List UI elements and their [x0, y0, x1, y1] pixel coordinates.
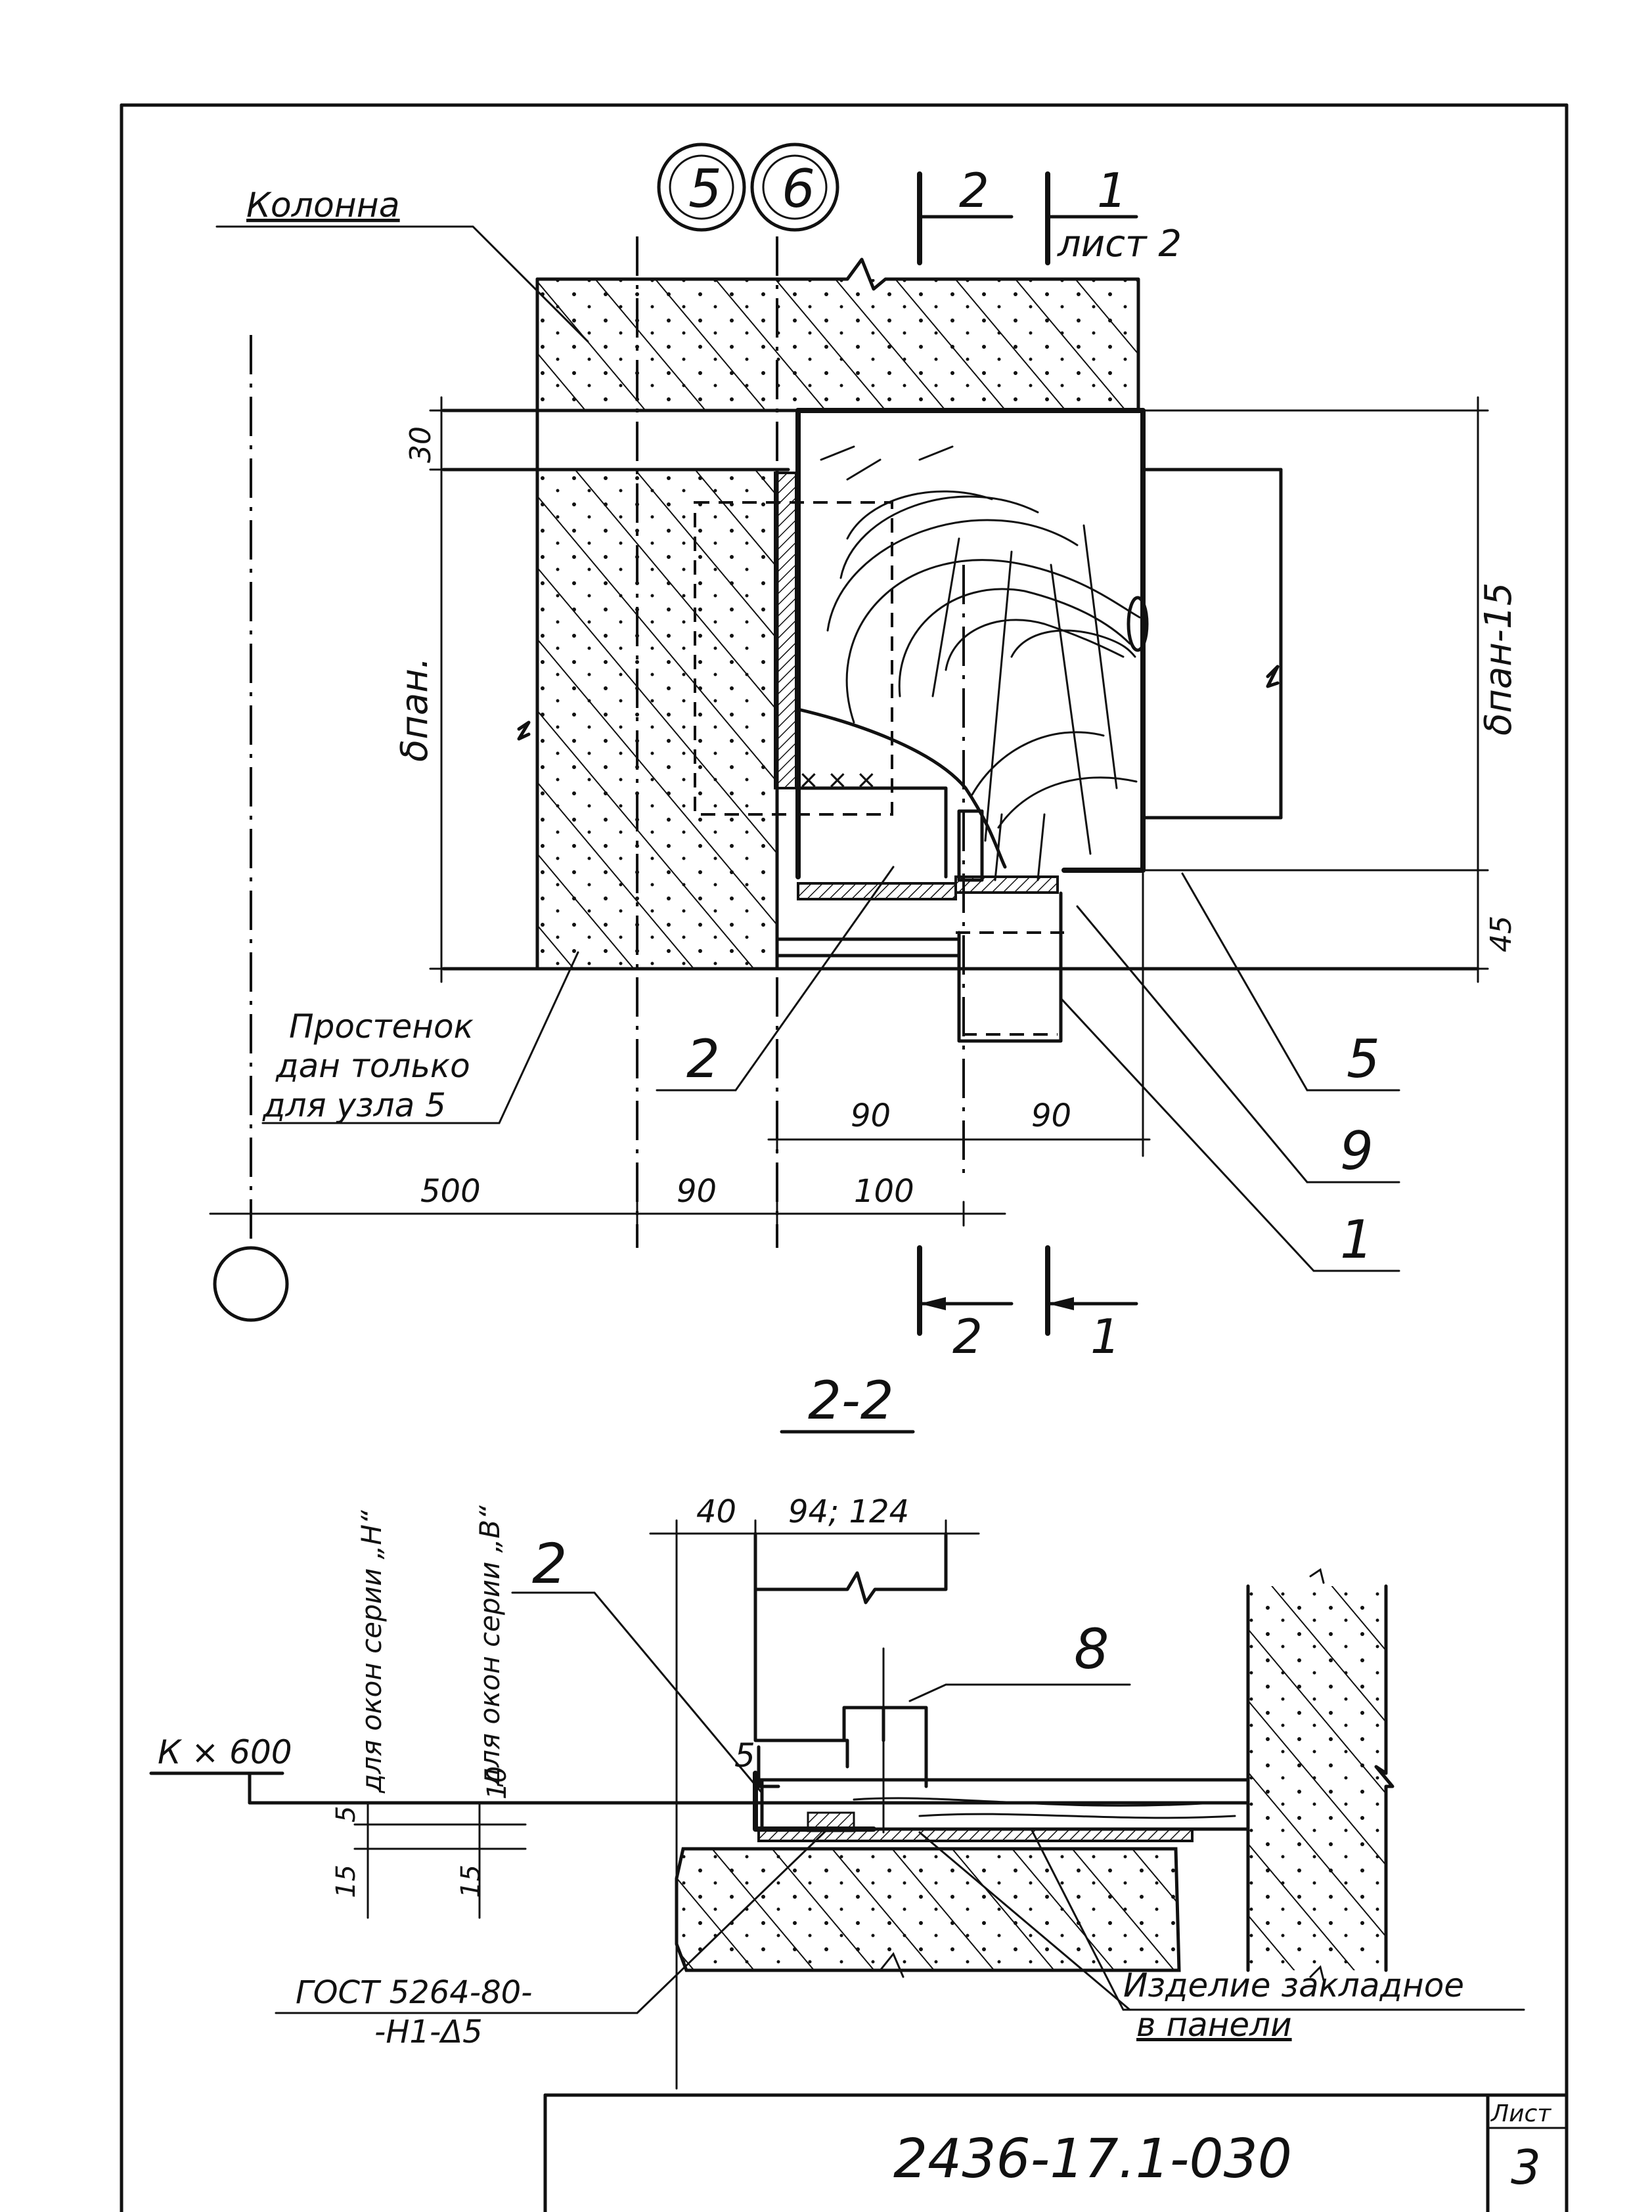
embedded-label-line1: Изделие закладное — [1123, 1966, 1464, 2004]
node-circle-5 — [657, 143, 746, 232]
windows-v-label: для окон серии „В“ — [474, 1505, 506, 1787]
callouts-section: 2 8 5 — [275, 1532, 1525, 2014]
dim-100: 100 — [854, 1173, 914, 1210]
right-wall — [1246, 1568, 1395, 1981]
section-mark-top-2: 2 — [959, 163, 989, 218]
callout-1: 1 — [1340, 1209, 1373, 1270]
callout-2: 2 — [686, 1029, 720, 1090]
callout-5-section: 5 — [734, 1736, 755, 1775]
dim-bpan: δпан. — [393, 657, 436, 762]
wood-frame — [795, 408, 1149, 879]
node-detail: × × × — [209, 143, 1520, 1364]
sheet-number: 3 — [1511, 2140, 1541, 2195]
sill-panel — [675, 1847, 1181, 1978]
node-circle-6 — [750, 143, 839, 232]
dim-500: 500 — [420, 1173, 481, 1210]
section-2-2: 2-2 40 94; 124 — [149, 1370, 1525, 2090]
steel-plate — [774, 472, 797, 789]
dim-30: 30 — [404, 426, 437, 463]
dimensions-vertical: 30 δпан. δпан-15 45 — [393, 396, 1520, 983]
gost-label-line1: ГОСТ 5264-80- — [296, 1974, 533, 2011]
section-mark-bottom: 2 1 — [917, 1245, 1138, 1364]
windows-n-label: для окон серии „Н“ — [355, 1510, 388, 1794]
svg-text:для узла 5: для узла 5 — [262, 1086, 446, 1124]
callout-9: 9 — [1340, 1120, 1373, 1182]
sheet-frame — [120, 103, 1569, 2212]
dim-94-124: 94; 124 — [788, 1493, 909, 1530]
callout-2-section: 2 — [532, 1532, 567, 1596]
pier-label: Простенок дан только для узла 5 — [261, 951, 579, 1124]
dim-40: 40 — [696, 1493, 736, 1530]
section-mark-sheet: лист 2 — [1057, 223, 1182, 265]
sheet-label: Лист — [1490, 2100, 1552, 2127]
section-mark-bottom-2: 2 — [952, 1309, 983, 1364]
title-block: 2436-17.1-030 Лист 3 — [543, 2093, 1569, 2212]
dim-bpan15: δпан-15 — [1477, 583, 1520, 736]
dim-90-axis: 90 — [677, 1173, 717, 1210]
gost-label-line2: -Н1-Δ5 — [374, 2014, 483, 2050]
column-label: Колонна — [246, 186, 400, 225]
svg-text:Простенок: Простенок — [289, 1007, 474, 1046]
dim-5: 5 — [331, 1806, 361, 1823]
level-label: К × 600 — [158, 1733, 292, 1771]
node-label-5: 5 — [688, 158, 722, 219]
dim-15-b: 15 — [456, 1865, 486, 1898]
section-title: 2-2 — [808, 1370, 894, 1431]
level-mark: К × 600 5 15 10 15 для окон серии „Н“ дл… — [149, 1505, 757, 1919]
callouts-top: 2 5 9 1 — [656, 866, 1400, 1272]
callout-8: 8 — [1074, 1617, 1109, 1681]
dim-15-a: 15 — [331, 1865, 361, 1898]
embedded-label-line2: в панели — [1136, 2006, 1292, 2044]
section-mark-top-1: 1 — [1097, 163, 1127, 218]
section-mark-bottom-1: 1 — [1090, 1309, 1121, 1364]
dim-45: 45 — [1485, 916, 1518, 952]
drawing-code: 2436-17.1-030 — [893, 2128, 1292, 2190]
node-label-6: 6 — [782, 158, 815, 219]
axis-bubble — [213, 1246, 289, 1322]
dim-90-right: 90 — [1031, 1097, 1071, 1134]
section-mark-top: 2 1 лист 2 — [917, 163, 1182, 265]
svg-text:дан только: дан только — [275, 1047, 470, 1085]
dim-10: 10 — [482, 1766, 512, 1800]
dim-90-left: 90 — [851, 1097, 891, 1134]
callout-5: 5 — [1347, 1029, 1380, 1090]
dimensions-horizontal: 90 90 500 90 100 — [209, 872, 1151, 1227]
